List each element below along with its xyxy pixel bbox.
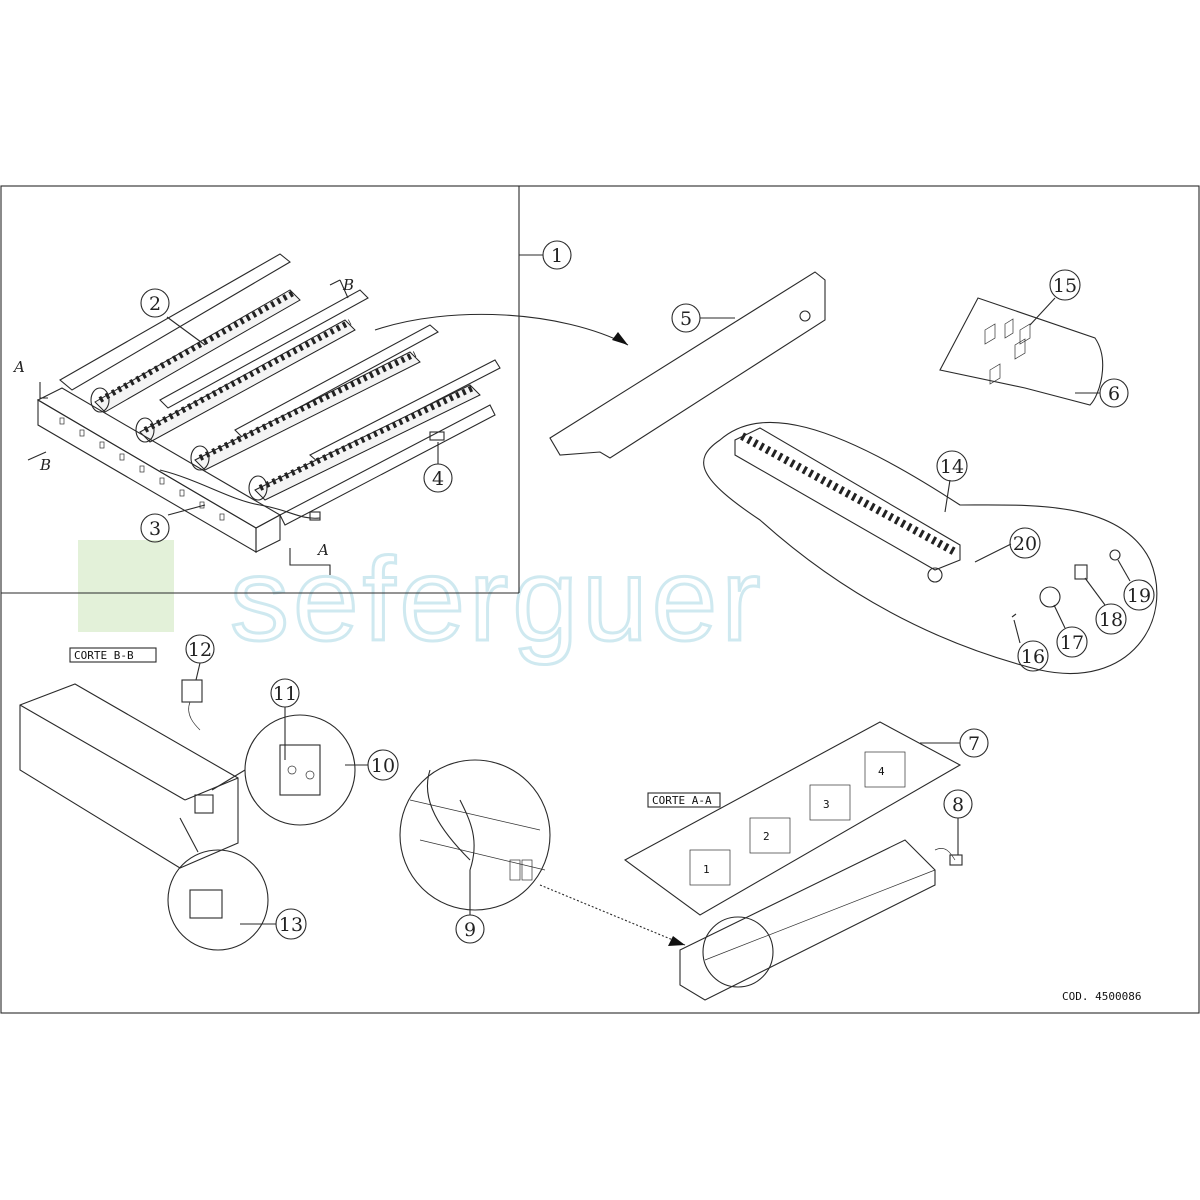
callout-14: 14: [936, 450, 968, 513]
callout-17-label: 17: [1060, 632, 1084, 654]
callout-20: 20: [974, 527, 1041, 563]
watermark: seferguer: [78, 533, 765, 668]
callout-20-label: 20: [1013, 533, 1037, 555]
part-5-cover-plate: [549, 271, 826, 459]
tray-number-4: 4: [878, 765, 885, 778]
callout-10: 10: [345, 749, 399, 781]
label-corte-a-a: CORTE A-A: [647, 792, 721, 808]
callout-18: 18: [1084, 577, 1127, 635]
callout-7-label: 7: [968, 733, 980, 755]
section-letter-a-bottom: A: [316, 541, 329, 559]
callout-8: 8: [943, 789, 973, 855]
callout-9: 9: [455, 870, 485, 944]
spiral-rail-2: [139, 319, 356, 443]
callout-16-label: 16: [1021, 646, 1045, 668]
callout-14-label: 14: [940, 456, 964, 478]
tray-number-2: 2: [763, 830, 770, 843]
spiral-rail-3: [194, 351, 421, 471]
callout-18-label: 18: [1099, 609, 1123, 631]
callout-6: 6: [1075, 378, 1129, 408]
callout-16: 16: [1013, 619, 1049, 672]
part-6-clip-bag: [939, 297, 1104, 406]
callout-17: 17: [1053, 604, 1088, 658]
label-corte-a-a-text: CORTE A-A: [652, 794, 712, 807]
tray-number-1: 1: [703, 863, 710, 876]
detail-9-harness: [399, 759, 686, 946]
callout-9-label: 9: [464, 919, 476, 941]
callout-12: 12: [185, 634, 215, 681]
label-corte-b-b: CORTE B-B: [69, 647, 157, 663]
callout-5-label: 5: [680, 308, 692, 330]
callout-6-label: 6: [1108, 383, 1120, 405]
callout-15: 15: [1029, 269, 1081, 326]
callout-4-label: 4: [432, 468, 444, 490]
callout-1-label: 1: [551, 245, 563, 267]
callout-4: 4: [423, 442, 453, 493]
document-code: COD. 4500086: [1062, 990, 1141, 1003]
callout-7: 7: [920, 728, 989, 758]
callout-13: 13: [240, 908, 307, 940]
section-letter-b-top: B: [342, 276, 354, 294]
callout-15-label: 15: [1053, 275, 1077, 297]
main-assembly-drawing: B A B A: [12, 253, 629, 575]
callout-1: 1: [519, 240, 572, 270]
corte-a-a-detail: CORTE A-A 1 2 3 4: [623, 721, 963, 1001]
corte-b-b-detail: CORTE B-B: [19, 647, 356, 951]
callout-11-label: 11: [273, 683, 297, 705]
callout-2-label: 2: [149, 293, 161, 315]
callouts: 1 2 3 4 5 6: [140, 240, 1155, 944]
callout-11: 11: [270, 678, 300, 760]
callout-19-label: 19: [1127, 585, 1151, 607]
callout-3-label: 3: [149, 518, 161, 540]
spiral-rail-1: [94, 289, 301, 413]
watermark-text: seferguer: [230, 534, 765, 666]
callout-3: 3: [140, 504, 206, 543]
watermark-logo-block: [78, 540, 174, 632]
callout-12-label: 12: [188, 639, 212, 661]
outer-border: [0, 185, 1200, 1014]
sheet-frame: [0, 185, 1200, 1014]
callout-5: 5: [671, 303, 735, 333]
label-corte-b-b-text: CORTE B-B: [74, 649, 134, 662]
callout-8-label: 8: [952, 794, 964, 816]
callout-13-label: 13: [279, 914, 303, 936]
section-letter-a-top: A: [12, 358, 25, 376]
callout-2: 2: [140, 288, 206, 346]
spiral-rail-4: [254, 384, 481, 501]
part-14-spiral-detail: [703, 421, 1158, 675]
section-letter-b-bottom: B: [39, 456, 51, 474]
callout-10-label: 10: [371, 755, 395, 777]
tray-number-3: 3: [823, 798, 830, 811]
callout-19: 19: [1117, 559, 1155, 611]
